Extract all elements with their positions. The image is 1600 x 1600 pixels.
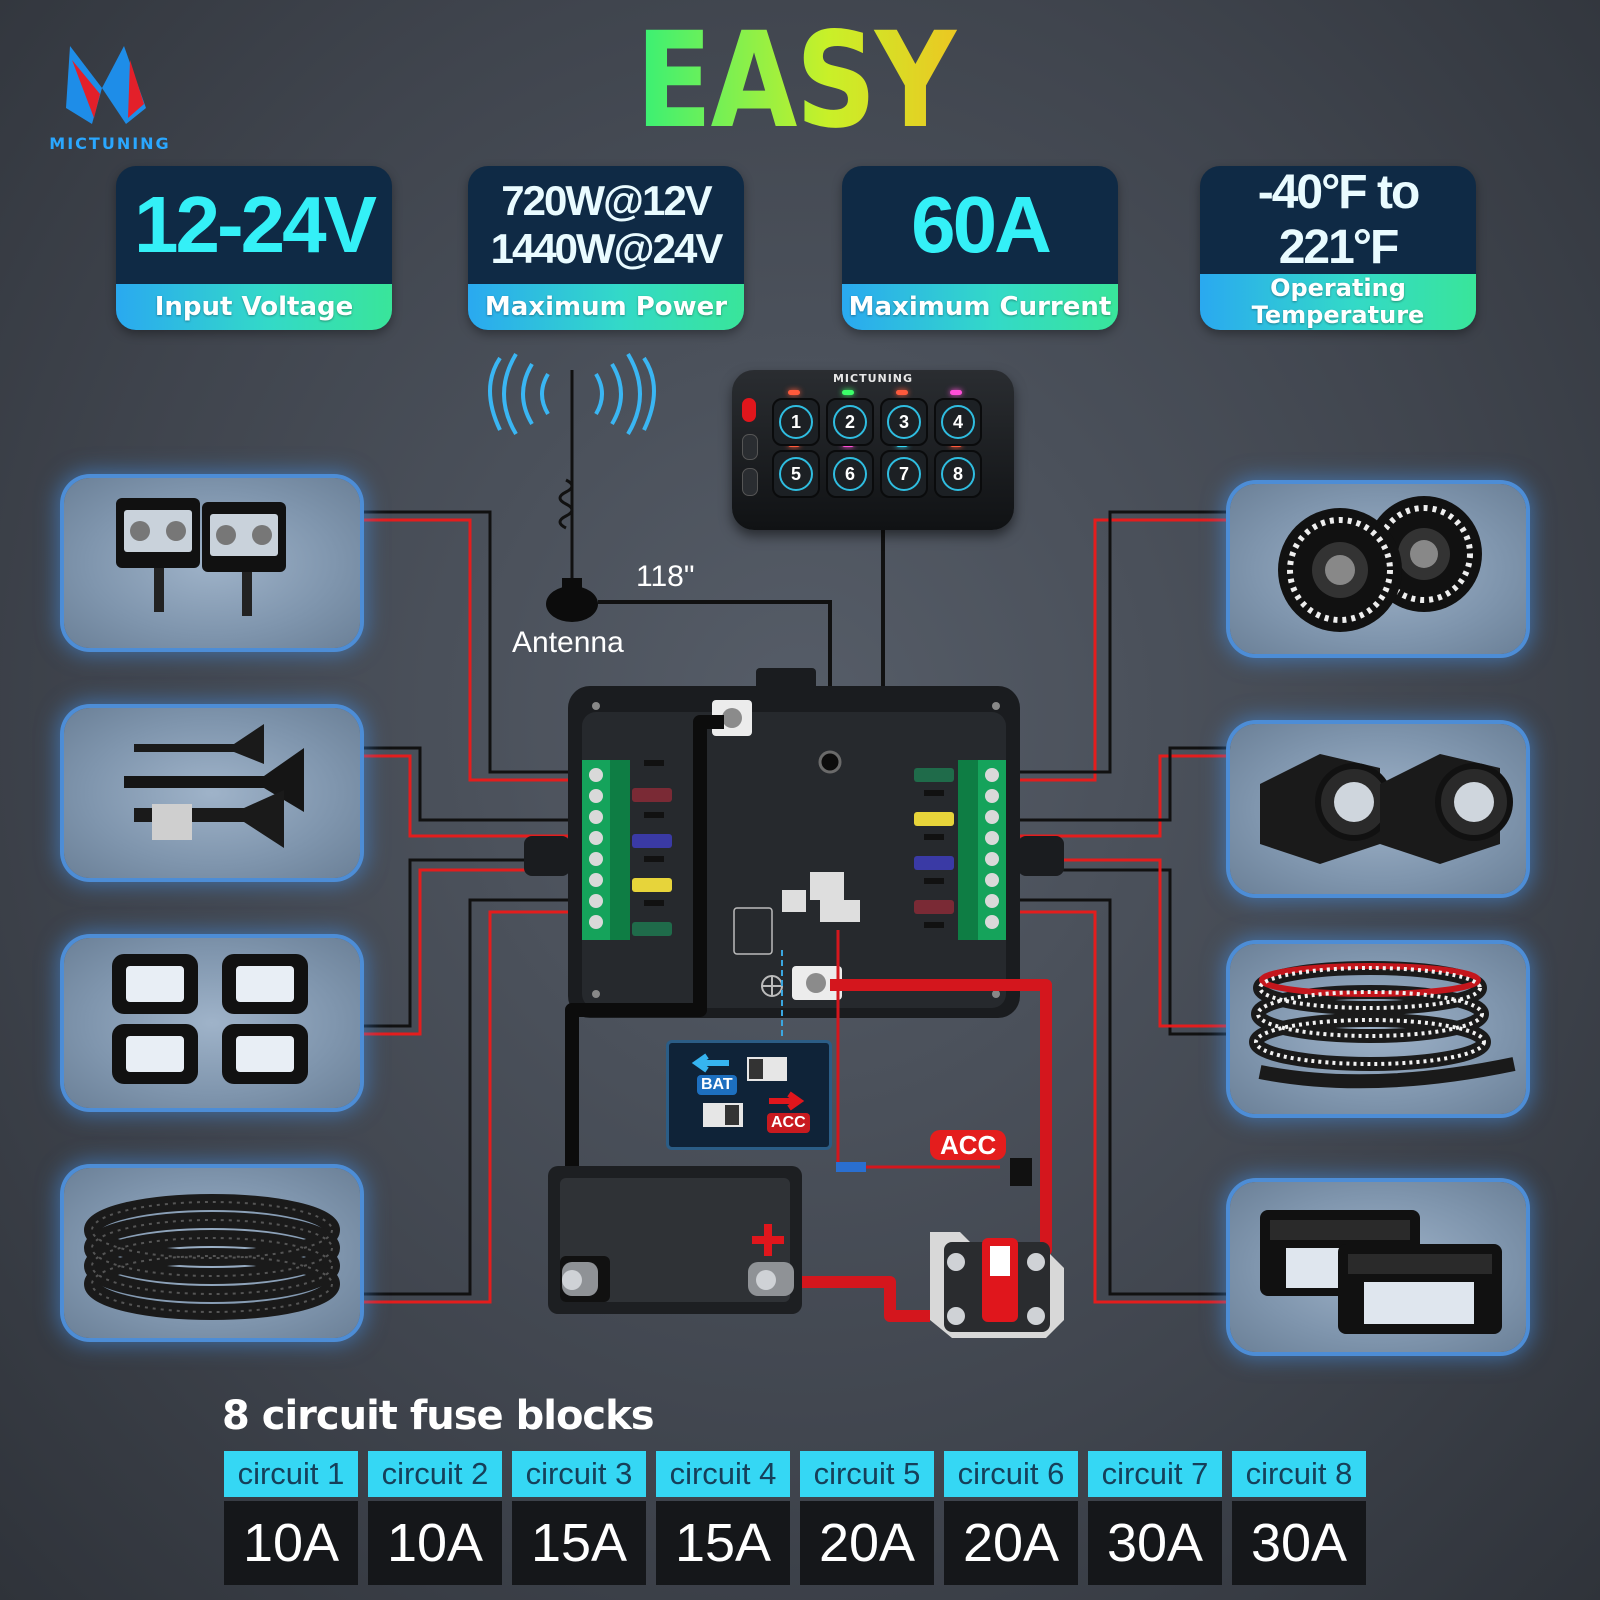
brightness-icon[interactable] — [742, 434, 758, 460]
fuse-circuit-column: circuit 3 15A — [512, 1451, 646, 1585]
fuse-box — [524, 668, 1064, 1018]
circuit-name: circuit 2 — [368, 1451, 502, 1497]
fuse-circuit-column: circuit 4 15A — [656, 1451, 790, 1585]
accessory-panel-right-1 — [1230, 484, 1526, 654]
mode-arrows-icon — [691, 1053, 805, 1127]
accessory-panel-left-2 — [64, 708, 360, 878]
fuse-blocks-title: 8 circuit fuse blocks — [222, 1393, 655, 1439]
acc-wire-tag: ACC — [930, 1130, 1007, 1160]
fuse-circuit-column: circuit 8 30A — [1232, 1451, 1366, 1585]
circuit-name: circuit 8 — [1232, 1451, 1366, 1497]
power-icon[interactable] — [742, 398, 756, 422]
controller-button-6[interactable]: 6 — [826, 450, 874, 498]
accessory-panel-right-4 — [1230, 1182, 1526, 1352]
fuse-circuit-column: circuit 7 30A — [1088, 1451, 1222, 1585]
accessory-panel-left-1 — [64, 478, 360, 648]
spec-card-operating-temperature: -40°F to 221°F Operating Temperature — [1200, 166, 1476, 330]
wheel-ring-lights-icon — [84, 1194, 340, 1320]
controller-button-3[interactable]: 3 — [880, 398, 928, 446]
circuit-rating: 10A — [224, 1501, 358, 1585]
status-led-2 — [842, 390, 854, 395]
circuit-rating: 10A — [368, 1501, 502, 1585]
acc-mode-tag: ACC — [767, 1113, 810, 1133]
spec-label: Input Voltage — [116, 284, 392, 330]
fuse-circuit-column: circuit 1 10A — [224, 1451, 358, 1585]
projector-fog-lights-icon — [1260, 754, 1513, 864]
circuit-rating: 20A — [944, 1501, 1078, 1585]
brand-logo-icon — [66, 46, 146, 124]
circuit-breaker — [930, 1232, 1064, 1338]
spec-value: 720W@12V 1440W@24V — [468, 166, 744, 284]
led-pod-lights-icon — [116, 498, 286, 616]
rock-lights-icon — [112, 954, 308, 1084]
air-horn-icon — [124, 724, 304, 848]
fuse-circuit-column: circuit 2 10A — [368, 1451, 502, 1585]
spec-card-input-voltage: 12-24V Input Voltage — [116, 166, 392, 330]
controller-button-1[interactable]: 1 — [772, 398, 820, 446]
button-number: 2 — [833, 405, 867, 439]
halo-headlights-icon — [1278, 496, 1482, 632]
button-number: 5 — [779, 457, 813, 491]
controller-button-8[interactable]: 8 — [934, 450, 982, 498]
bat-mode-tag: BAT — [697, 1075, 737, 1095]
circuit-name: circuit 1 — [224, 1451, 358, 1497]
status-led-3 — [896, 390, 908, 395]
brand-name: MICTUNING — [49, 134, 171, 153]
circuit-rating: 15A — [656, 1501, 790, 1585]
button-number: 7 — [887, 457, 921, 491]
circuit-rating: 15A — [512, 1501, 646, 1585]
circuit-name: circuit 4 — [656, 1451, 790, 1497]
bat-acc-switch-legend: BAT ACC — [666, 1040, 832, 1150]
antenna-cable-length: 118" — [636, 560, 695, 593]
controller-button-4[interactable]: 4 — [934, 398, 982, 446]
circuit-name: circuit 6 — [944, 1451, 1078, 1497]
spec-label: Operating Temperature — [1200, 274, 1476, 330]
spec-card-maximum-power: 720W@12V 1440W@24V Maximum Power — [468, 166, 744, 330]
spec-value: 60A — [911, 180, 1052, 269]
accessory-panel-right-3 — [1230, 944, 1526, 1114]
page-title: EASY WIRING — [459, 6, 1131, 306]
fuse-circuit-column: circuit 6 20A — [944, 1451, 1078, 1585]
circuit-name: circuit 5 — [800, 1451, 934, 1497]
circuit-name: circuit 3 — [512, 1451, 646, 1497]
spec-card-maximum-current: 60A Maximum Current — [842, 166, 1118, 330]
controller-button-5[interactable]: 5 — [772, 450, 820, 498]
spec-label-line2: Temperature — [1251, 301, 1425, 329]
controller-button-2[interactable]: 2 — [826, 398, 874, 446]
status-led-1 — [788, 390, 800, 395]
spec-value: 12-24V — [134, 180, 377, 269]
antenna-graphic — [488, 352, 656, 622]
battery — [548, 1166, 802, 1314]
rectangular-work-lights-icon — [1260, 1210, 1502, 1334]
spec-value: -40°F to 221°F — [1257, 166, 1421, 274]
circuit-name: circuit 7 — [1088, 1451, 1222, 1497]
rgb-mode-icon[interactable] — [742, 468, 758, 496]
accessory-panel-left-3 — [64, 938, 360, 1108]
circuit-rating: 30A — [1088, 1501, 1222, 1585]
button-number: 4 — [941, 405, 975, 439]
switch-panel-controller: MICTUNING 1 2 3 4 5 6 7 8 — [732, 370, 1014, 530]
spec-value-line2: 1440W@24V — [490, 225, 724, 272]
button-number: 1 — [779, 405, 813, 439]
circuit-rating: 20A — [800, 1501, 934, 1585]
spec-label: Maximum Current — [842, 284, 1118, 330]
spec-label-line1: Operating — [1270, 274, 1406, 302]
button-number: 3 — [887, 405, 921, 439]
mictuning-logo: MICTUNING — [30, 28, 190, 158]
tailgate-light-strip-icon — [1249, 961, 1516, 1089]
spec-value-line1: 720W@12V — [501, 177, 712, 224]
fuse-rating-table: circuit 1 10A circuit 2 10A circuit 3 15… — [224, 1451, 1366, 1585]
controller-button-7[interactable]: 7 — [880, 450, 928, 498]
antenna-label: Antenna — [512, 626, 624, 659]
button-number: 6 — [833, 457, 867, 491]
controller-brand: MICTUNING — [832, 372, 914, 385]
accessory-panel-left-4 — [64, 1168, 360, 1338]
spec-label: Maximum Power — [468, 284, 744, 330]
fuse-circuit-column: circuit 5 20A — [800, 1451, 934, 1585]
circuit-rating: 30A — [1232, 1501, 1366, 1585]
status-led-4 — [950, 390, 962, 395]
button-number: 8 — [941, 457, 975, 491]
accessory-panel-right-2 — [1230, 724, 1526, 894]
